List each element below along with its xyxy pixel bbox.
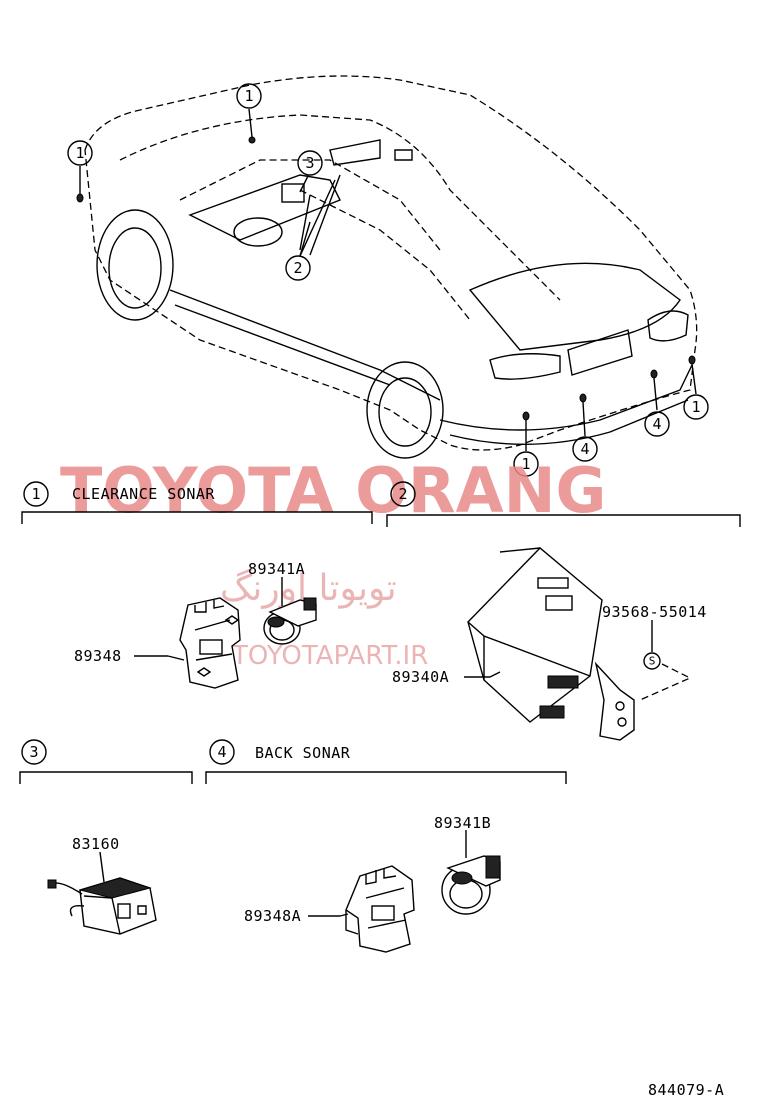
callout-marker: 1	[683, 394, 709, 420]
section-clearance-sonar: 1 CLEARANCE SONAR 89348 89341A	[21, 481, 373, 689]
car-callouts: 1 1 3 2 1 4 4 1	[67, 83, 709, 477]
sonar-bracket	[345, 865, 415, 953]
part-label-93568: 93568-55014	[602, 603, 707, 621]
callout-number: 1	[244, 87, 253, 105]
section-sonar-ecu: 2 89340A S 93568-55014	[386, 481, 741, 741]
section-number: 1	[31, 485, 40, 503]
section-number: 2	[398, 485, 407, 503]
callout-marker: 4	[572, 436, 598, 462]
callout-number: 1	[75, 144, 84, 162]
callout-marker: 1	[236, 83, 262, 109]
callout-marker: 4	[644, 411, 670, 437]
part-label-89340A: 89340A	[392, 668, 449, 686]
diagram-code: 844079-A	[648, 1081, 724, 1099]
callout-number: 1	[691, 398, 700, 416]
callout-marker: 3	[297, 150, 323, 176]
section-number: 4	[217, 743, 226, 761]
watermark-url: TOYOTAPART.IR	[231, 641, 428, 671]
ecu-box	[467, 547, 635, 741]
section-number: 3	[29, 743, 38, 761]
callout-number: 2	[293, 259, 302, 277]
section-title: CLEARANCE SONAR	[72, 485, 215, 503]
callout-leaders	[79, 108, 697, 451]
sonar-sensor	[441, 855, 501, 915]
section-sonar-switch: 3 83160	[19, 739, 193, 935]
section-back-sonar: 4 BACK SONAR 89348A 89341B	[205, 739, 567, 953]
part-label-89348: 89348	[74, 647, 122, 665]
svg-text:S: S	[649, 655, 656, 668]
callout-number: 4	[652, 415, 661, 433]
screw: S	[643, 652, 661, 670]
part-label-83160: 83160	[72, 835, 120, 853]
callout-number: 3	[305, 154, 314, 172]
callout-number: 1	[521, 455, 530, 473]
callout-marker: 1	[513, 451, 539, 477]
part-label-89341B: 89341B	[434, 814, 491, 832]
callout-marker: 1	[67, 140, 93, 166]
part-label-89348A: 89348A	[244, 907, 301, 925]
section-title: BACK SONAR	[255, 744, 351, 762]
callout-marker: 2	[285, 255, 311, 281]
sonar-bracket	[179, 597, 241, 689]
callout-number: 4	[580, 440, 589, 458]
sonar-switch	[47, 877, 157, 935]
car-illustration	[76, 75, 698, 459]
sonar-sensor	[263, 597, 317, 645]
part-label-89341A: 89341A	[248, 560, 305, 578]
